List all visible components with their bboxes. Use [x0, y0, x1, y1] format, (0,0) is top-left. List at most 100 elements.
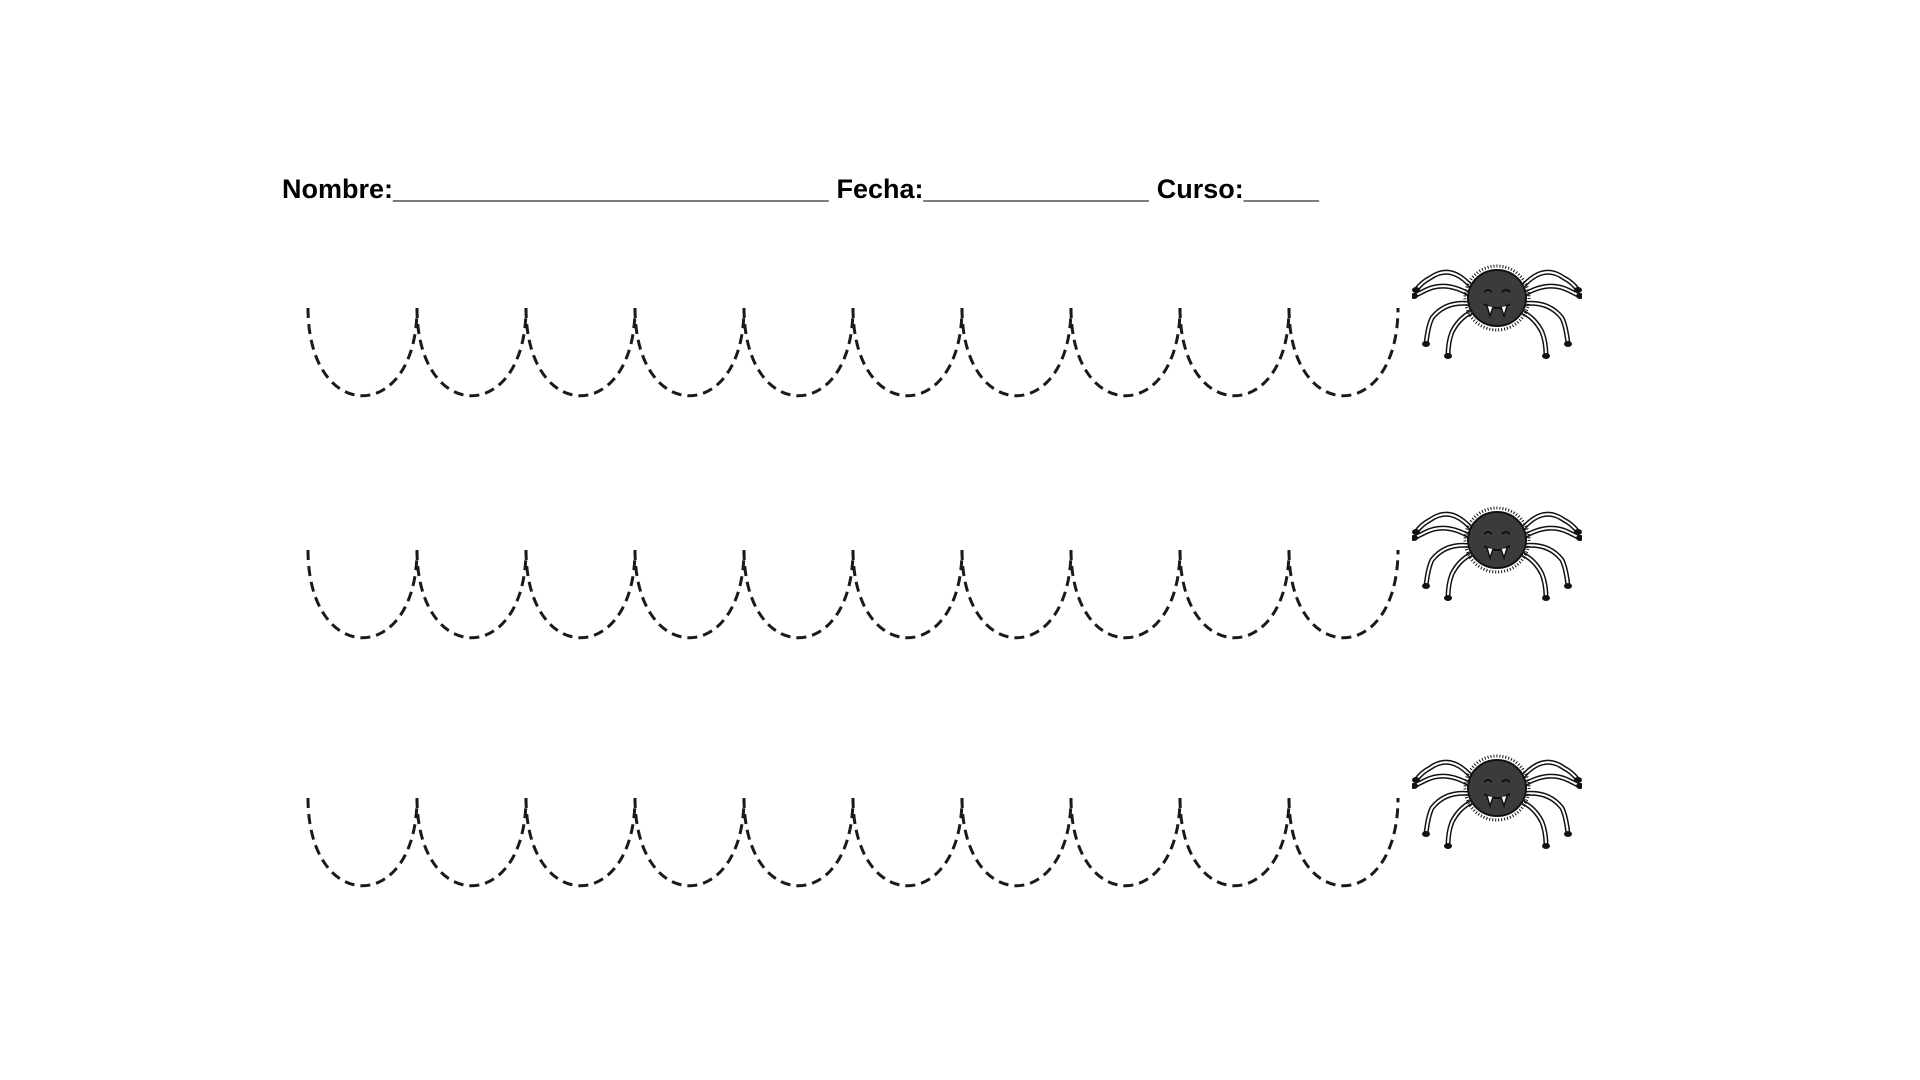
spider-foot	[1564, 831, 1572, 837]
spider-eye	[1483, 289, 1493, 293]
spider-icon	[1410, 506, 1584, 601]
spider-fang	[1500, 547, 1508, 561]
dashed-arch[interactable]	[306, 797, 419, 888]
spider-body	[1467, 511, 1527, 569]
spider-leg-highlight	[1519, 513, 1579, 533]
dashed-arch[interactable]	[851, 549, 964, 640]
spider-foot	[1412, 777, 1420, 783]
spider-icon	[1410, 754, 1584, 849]
tracing-row	[0, 506, 1920, 710]
spider-leg-highlight	[1521, 527, 1581, 539]
tracing-row	[0, 264, 1920, 468]
spider-foot	[1574, 287, 1582, 293]
spider-leg-highlight	[1425, 544, 1473, 587]
dashed-arch[interactable]	[633, 797, 746, 888]
dashed-arch[interactable]	[524, 549, 637, 640]
dashed-arch[interactable]	[415, 549, 528, 640]
dashed-arch[interactable]	[960, 549, 1073, 640]
dashed-arch[interactable]	[415, 797, 528, 888]
spider-leg-highlight	[1519, 761, 1579, 781]
spider-foot	[1410, 535, 1418, 541]
student-info-header: Nombre:_____________________________Fech…	[282, 174, 1319, 205]
spider-foot	[1412, 529, 1420, 535]
spider-foot	[1542, 843, 1550, 849]
dashed-arch[interactable]	[742, 549, 855, 640]
spider-foot	[1410, 293, 1418, 299]
dashed-arch[interactable]	[1287, 549, 1400, 640]
dashed-arch[interactable]	[524, 307, 637, 398]
dashed-arch-path[interactable]	[0, 540, 1920, 660]
dashed-arch[interactable]	[1069, 797, 1182, 888]
dashed-arch[interactable]	[1287, 797, 1400, 888]
spider-leg-highlight	[1447, 799, 1477, 847]
spider-leg-highlight	[1519, 271, 1579, 291]
spider-fuzz	[1463, 754, 1531, 822]
course-label: Curso:	[1156, 174, 1244, 204]
spider-foot	[1422, 831, 1430, 837]
dashed-arch-path[interactable]	[0, 298, 1920, 418]
spider-fang	[1500, 795, 1508, 809]
dashed-arch[interactable]	[742, 307, 855, 398]
spider-leg-highlight	[1447, 309, 1477, 357]
dashed-arch[interactable]	[1178, 549, 1291, 640]
spider-leg-highlight	[1517, 799, 1547, 847]
spider-foot	[1444, 353, 1452, 359]
spider-leg-highlight	[1415, 761, 1475, 781]
dashed-arch[interactable]	[633, 307, 746, 398]
dashed-arch[interactable]	[306, 307, 419, 398]
spider-eye	[1483, 531, 1493, 535]
date-label: Fecha:	[836, 174, 924, 204]
spider-leg-highlight	[1517, 309, 1547, 357]
dashed-arch[interactable]	[415, 307, 528, 398]
dashed-arch[interactable]	[960, 797, 1073, 888]
spider-leg-highlight	[1413, 527, 1473, 539]
dashed-arch[interactable]	[960, 307, 1073, 398]
spider-foot	[1574, 777, 1582, 783]
dashed-arch[interactable]	[1178, 307, 1291, 398]
spider-foot	[1542, 595, 1550, 601]
dashed-arch[interactable]	[1287, 307, 1400, 398]
course-blank[interactable]: _____	[1243, 174, 1319, 204]
spider-foot	[1410, 783, 1418, 789]
spider-eye	[1483, 779, 1493, 783]
spider-leg-highlight	[1425, 792, 1473, 835]
spider-fuzz	[1463, 264, 1531, 332]
spider-leg-highlight	[1521, 544, 1569, 587]
spider-leg-highlight	[1517, 551, 1547, 599]
tracing-row	[0, 754, 1920, 958]
dashed-arch[interactable]	[1069, 307, 1182, 398]
spider-body	[1467, 759, 1527, 817]
spider-fang	[1486, 547, 1494, 561]
dashed-arch[interactable]	[742, 797, 855, 888]
spider-decoration	[1410, 260, 1584, 365]
name-blank[interactable]: _____________________________	[393, 174, 829, 204]
dashed-arch[interactable]	[1178, 797, 1291, 888]
spider-foot	[1444, 843, 1452, 849]
spider-leg-highlight	[1413, 775, 1473, 787]
spider-leg-highlight	[1521, 775, 1581, 787]
spider-foot	[1564, 341, 1572, 347]
spider-fuzz	[1463, 506, 1531, 574]
dashed-arch[interactable]	[306, 549, 419, 640]
spider-decoration	[1410, 502, 1584, 607]
spider-mouth	[1483, 545, 1511, 551]
dashed-arch-path[interactable]	[0, 788, 1920, 908]
spider-foot	[1422, 341, 1430, 347]
spider-foot	[1444, 595, 1452, 601]
spider-leg-highlight	[1425, 302, 1473, 345]
spider-leg-highlight	[1521, 792, 1569, 835]
dashed-arch[interactable]	[851, 797, 964, 888]
spider-fang	[1486, 795, 1494, 809]
dashed-arch[interactable]	[1069, 549, 1182, 640]
spider-leg-highlight	[1413, 285, 1473, 297]
dashed-arch[interactable]	[851, 307, 964, 398]
dashed-arch[interactable]	[524, 797, 637, 888]
spider-foot	[1422, 583, 1430, 589]
spider-decoration	[1410, 750, 1584, 855]
date-blank[interactable]: _______________	[923, 174, 1149, 204]
spider-mouth	[1483, 303, 1511, 309]
spider-fang	[1486, 305, 1494, 319]
spider-foot	[1542, 353, 1550, 359]
dashed-arch[interactable]	[633, 549, 746, 640]
spider-mouth	[1483, 793, 1511, 799]
